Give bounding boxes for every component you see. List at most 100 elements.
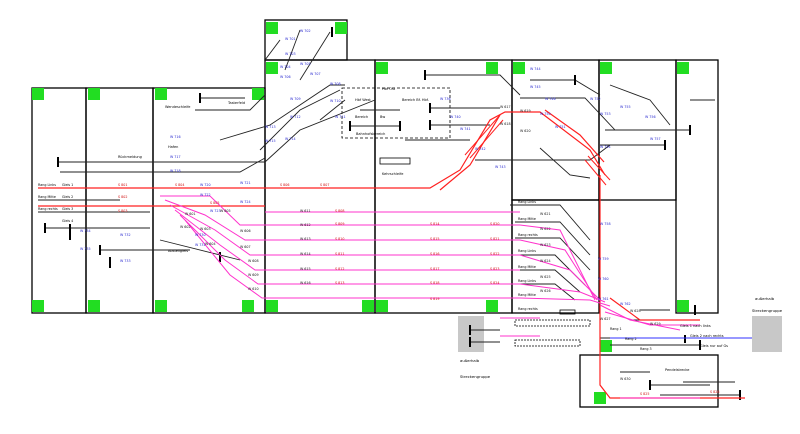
platform (514, 319, 591, 327)
corner-marker (88, 300, 100, 312)
red-route-main (38, 111, 606, 189)
signal-label-red: S 803 (118, 209, 127, 213)
switch-label-blue: W 758 (600, 222, 611, 226)
switch-label-blue: W 754 (600, 145, 611, 149)
switch-label-blue: W 745 (530, 85, 541, 89)
switch-label-blue: W 714 (285, 137, 296, 141)
signal-label-red: S 805 (210, 201, 219, 205)
switch-label-blue: W 731 (195, 243, 206, 247)
switch-label-blue: W 721 (240, 181, 251, 185)
track-label: Rang rechts (38, 207, 58, 211)
signal-label-red: S 818 (430, 281, 439, 285)
switch-label-blue: W 705 (300, 62, 311, 66)
corner-marker (242, 300, 254, 312)
switch-label-black: W 611 (300, 209, 311, 213)
switch-label-black: W 615 (300, 267, 311, 271)
platform (514, 339, 581, 347)
gleis-label-2: Gleis 2 nach rechts (690, 334, 724, 338)
track-label: Rang 3 (640, 347, 652, 351)
switch-label-blue: W 741 (460, 127, 471, 131)
red-route-branch (544, 109, 605, 163)
black-track (515, 221, 591, 256)
red-route-vertical (599, 175, 745, 399)
red-route-bottom (609, 297, 700, 321)
corner-marker (252, 88, 264, 100)
track-label: Rang Links (518, 279, 536, 283)
switch-label-blue: W 753 (600, 112, 611, 116)
room-bottom-annex (579, 354, 719, 408)
switch-label-blue: W 706 (280, 75, 291, 79)
corner-marker (677, 62, 689, 74)
room-label-ruckmeldung: Rückmeldung (118, 155, 142, 159)
switch-label-blue: W 707 (310, 72, 321, 76)
pink-fan-track (174, 209, 520, 271)
room-label-bahnhofsbereich: Bahnhofsbereich (356, 132, 385, 136)
black-track (515, 283, 576, 301)
platforms (379, 157, 591, 347)
corner-marker (32, 88, 44, 100)
black-track (475, 144, 611, 161)
switch-label-blue: W 713 (265, 125, 276, 129)
track-bumpers (44, 27, 741, 400)
switch-label-blue: W 702 (300, 29, 311, 33)
platform (379, 157, 411, 165)
signal-label-red: S 809 (335, 222, 344, 226)
track-label: Gleis 4 (62, 219, 73, 223)
red-route-double (464, 114, 501, 156)
switch-label-blue: W 750 (540, 112, 551, 116)
switch-label-blue: W 752 (590, 97, 601, 101)
black-track (264, 39, 281, 61)
signal-label-red: S 826 (710, 390, 719, 394)
switch-label-black: W 610 (248, 287, 259, 291)
pink-fan-track (519, 283, 606, 303)
room-right-3 (675, 59, 719, 314)
signal-label-red: S 822 (490, 252, 499, 256)
signal-label-red: S 817 (430, 267, 439, 271)
pink-fan-tracks (160, 195, 700, 399)
switch-label-black: W 606 (240, 229, 251, 233)
signal-label-red: S 823 (490, 267, 499, 271)
switch-label-blue: W 732 (120, 233, 131, 237)
gleis-label-1: Gleis 1 nach links (680, 324, 711, 328)
red-double-diagonal (464, 114, 611, 186)
pink-fan-track (160, 195, 520, 226)
track-label: Gleis 3 (62, 207, 73, 211)
switch-label-black: W 628 (630, 309, 641, 313)
zone-label-ausserhalb-right: außerhalb (755, 296, 775, 301)
switch-label-black: W 616 (300, 281, 311, 285)
signal-label-red: S 819 (430, 297, 439, 301)
switch-label-black: W 621 (540, 212, 551, 216)
corner-marker (266, 22, 278, 34)
black-track (159, 239, 241, 261)
switch-label-black: W 614 (300, 252, 311, 256)
track-label: Rang Links (518, 249, 536, 253)
switch-label-blue: W 751 (555, 125, 566, 129)
black-track (319, 99, 346, 121)
signal-label-red: S 813 (335, 281, 344, 285)
switch-label-blue: W 759 (598, 257, 609, 261)
corner-marker (362, 300, 374, 312)
switch-label-blue: W 755 (620, 105, 631, 109)
switch-label-blue: W 740 (450, 115, 461, 119)
corner-marker (594, 392, 606, 404)
switch-label-blue: W 711 (335, 115, 346, 119)
switch-label-black: W 625 (540, 275, 551, 279)
black-track (58, 99, 376, 163)
switch-label-blue: W 733 (120, 259, 131, 263)
switch-label-black: W 617 (500, 105, 511, 109)
track-label: Rang Mitte (518, 293, 536, 297)
switch-label-blue: W 717 (170, 155, 181, 159)
switch-label-black: W 613 (300, 237, 311, 241)
black-track (515, 269, 581, 293)
pink-fan-track (519, 224, 596, 301)
signal-label-red: S 807 (320, 183, 329, 187)
switch-label-blue: W 708 (330, 82, 341, 86)
pink-fan-track (184, 219, 520, 299)
corner-marker (486, 62, 498, 74)
black-track (520, 97, 616, 131)
switch-label-black: W 626 (540, 289, 551, 293)
signal-label-red: S 824 (490, 281, 499, 285)
room-label-bw: Bw (380, 115, 385, 119)
track-label: Rang rechts (518, 307, 538, 311)
